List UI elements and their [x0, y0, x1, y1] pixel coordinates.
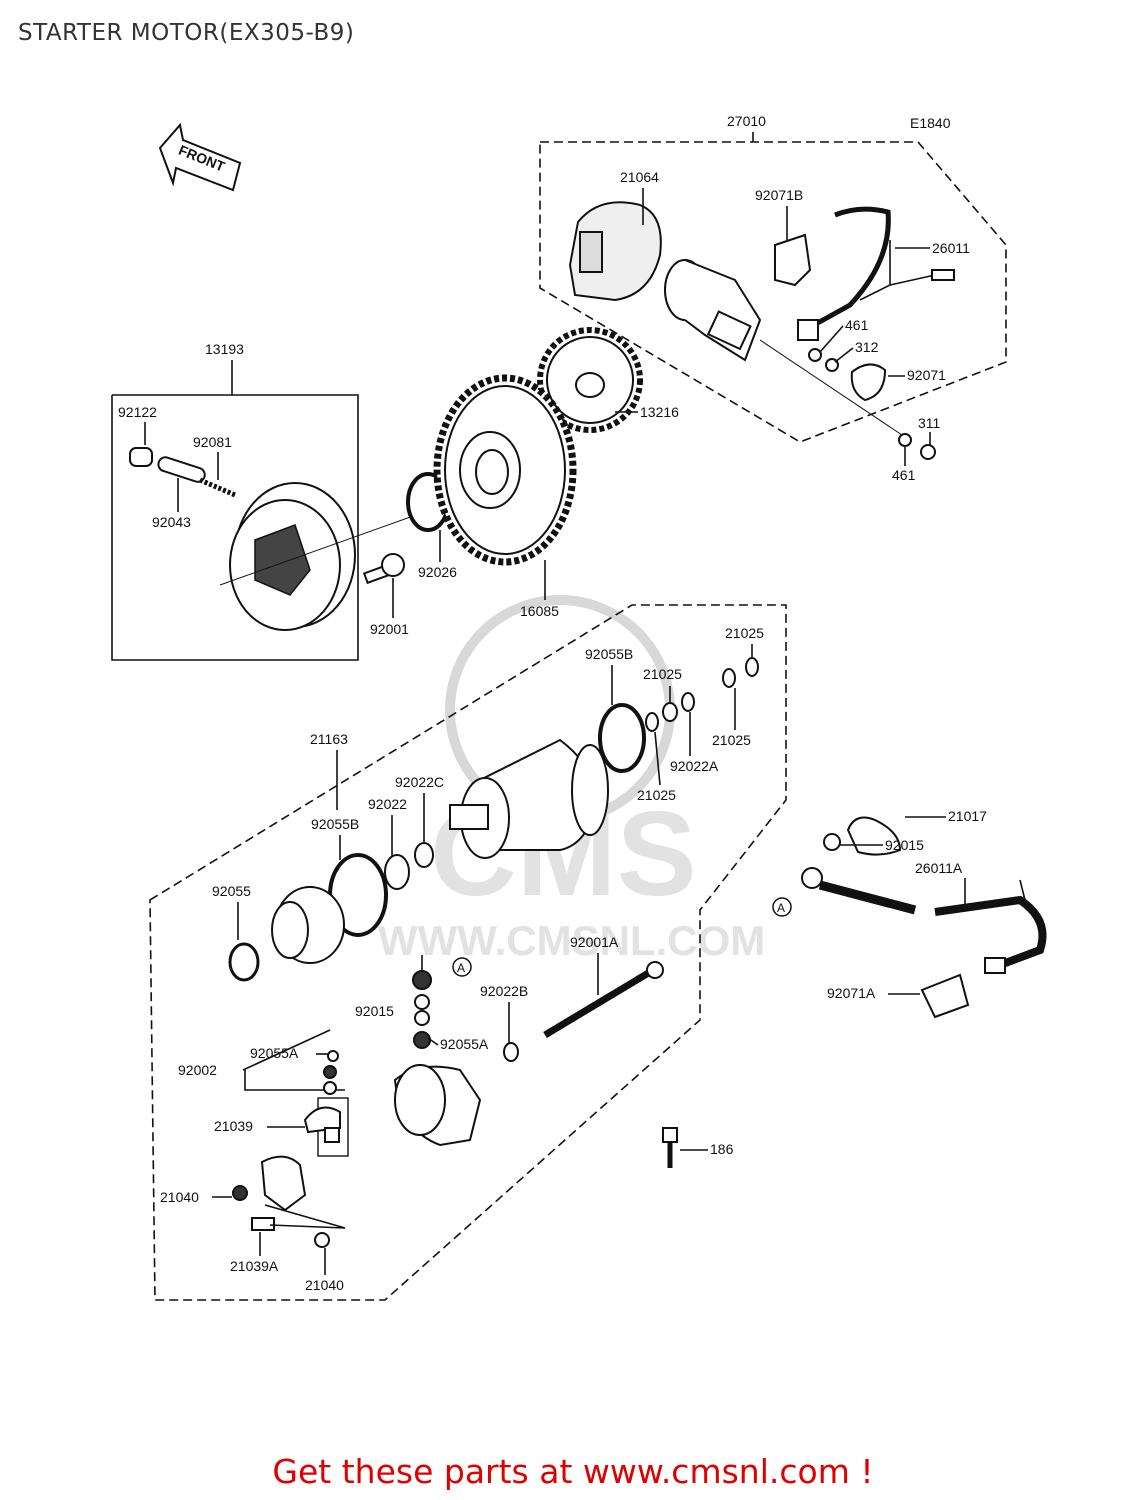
rear-cover	[393, 1064, 482, 1147]
terminal-cap-92071a	[920, 973, 970, 1019]
label-21025-lower: 21025	[637, 787, 676, 803]
terminal-nut-stack	[412, 970, 432, 1049]
marker-a-right-label: A	[777, 901, 785, 915]
label-21064: 21064	[620, 169, 659, 185]
o-ring-92055	[228, 942, 260, 982]
front-arrow-icon: FRONT	[158, 122, 242, 192]
label-461-upper: 461	[845, 317, 869, 333]
label-27010: 27010	[727, 113, 766, 129]
marker-a-right	[772, 897, 792, 917]
label-311: 311	[918, 415, 941, 431]
starter-motor-frame	[149, 604, 787, 1301]
marker-a-left-label: A	[457, 961, 465, 975]
page-title: STARTER MOTOR(EX305-B9)	[18, 20, 355, 46]
starter-clutch-13193	[229, 482, 356, 631]
label-92015-right: 92015	[885, 837, 924, 853]
label-21039: 21039	[214, 1118, 253, 1134]
label-92022B: 92022B	[480, 983, 528, 999]
label-21017: 21017	[948, 808, 987, 824]
label-312: 312	[855, 339, 879, 355]
label-92015-left: 92015	[355, 1003, 394, 1019]
label-92002: 92002	[178, 1062, 217, 1078]
bolt-186	[662, 1127, 678, 1168]
label-92081: 92081	[193, 434, 232, 450]
label-92022A: 92022A	[670, 758, 719, 774]
label-92055A-left: 92055A	[250, 1045, 299, 1061]
diagram-code: E1840	[910, 115, 951, 131]
clutch-frame	[111, 394, 359, 661]
label-92055B-mid: 92055B	[311, 816, 359, 832]
marker-a-left	[452, 957, 472, 977]
label-92022: 92022	[368, 796, 407, 812]
label-92026: 92026	[418, 564, 457, 580]
motor-lead-26011a	[801, 867, 1047, 974]
label-26011: 26011	[932, 240, 970, 256]
starter-yoke	[449, 738, 609, 859]
label-461-lower: 461	[892, 467, 916, 483]
label-92071B: 92071B	[755, 187, 803, 203]
brush-holder-21039	[303, 1097, 349, 1157]
label-92022C: 92022C	[395, 774, 444, 790]
label-92055: 92055	[212, 883, 251, 899]
relay-lead-26011	[797, 206, 955, 341]
label-92055A-right: 92055A	[440, 1036, 489, 1052]
starter-gear-16085	[433, 374, 577, 566]
label-21039A: 21039A	[230, 1258, 279, 1274]
footer-link-text[interactable]: Get these parts at www.cmsnl.com !	[272, 1452, 874, 1491]
label-21163: 21163	[310, 731, 348, 747]
starter-relay	[664, 259, 762, 362]
label-21040-left: 21040	[160, 1189, 199, 1205]
label-92043: 92043	[152, 514, 191, 530]
label-21025-right: 21025	[712, 732, 751, 748]
label-186: 186	[710, 1141, 734, 1157]
label-21025-mid: 21025	[643, 666, 682, 682]
label-92071: 92071	[907, 367, 946, 383]
label-92055B-top: 92055B	[585, 646, 633, 662]
label-26011A: 26011A	[915, 860, 963, 876]
label-21040-right: 21040	[305, 1277, 344, 1293]
relay-assembly-frame	[539, 141, 1007, 443]
idle-gear-13216	[537, 327, 643, 433]
brush-plate	[232, 1155, 330, 1248]
o-ring-92055b-rear	[598, 703, 646, 773]
label-92001: 92001	[370, 621, 409, 637]
front-cover	[271, 886, 345, 964]
through-bolt-92001a	[543, 961, 664, 1039]
terminal-cap-92071b	[774, 233, 812, 287]
relay-cover-21064	[568, 201, 662, 302]
label-21025-top: 21025	[725, 625, 764, 641]
label-92071A: 92071A	[827, 985, 876, 1001]
label-92122: 92122	[118, 404, 157, 420]
bolt-92001	[362, 553, 405, 585]
label-13193: 13193	[205, 341, 244, 357]
label-16085: 16085	[520, 603, 559, 619]
label-92001A: 92001A	[570, 934, 619, 950]
label-13216: 13216	[640, 404, 679, 420]
